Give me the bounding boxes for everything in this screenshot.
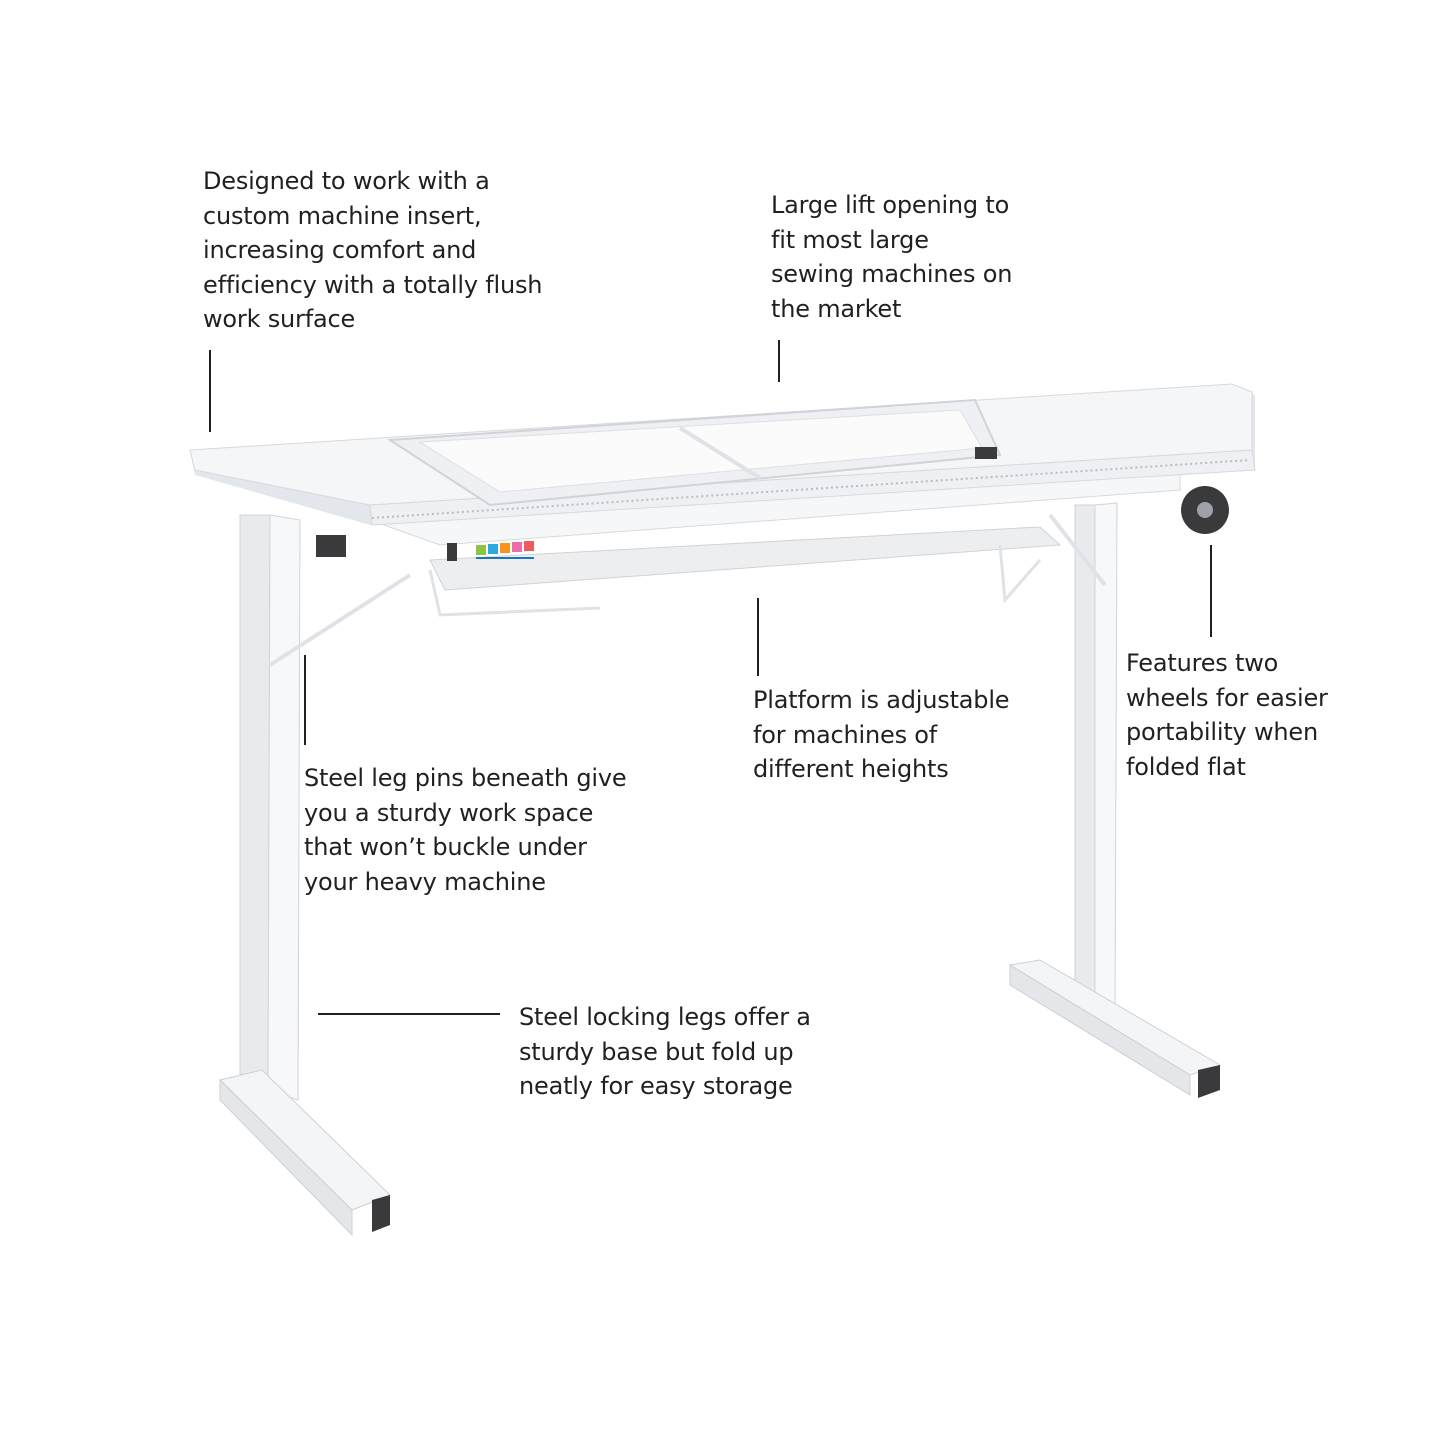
callout-line: fit most large <box>771 225 929 254</box>
right-leg <box>1008 502 1222 1098</box>
callout-line: the market <box>771 294 902 323</box>
adjustable-platform <box>428 526 1062 617</box>
callout-legs: Steel locking legs offer a sturdy base b… <box>519 1000 811 1104</box>
callout-line: wheels for easier <box>1126 683 1328 712</box>
callout-line: neatly for easy storage <box>519 1072 793 1100</box>
left-brace <box>268 573 412 667</box>
leg-pin-left <box>316 535 346 557</box>
callout-line: different heights <box>753 755 949 783</box>
callout-insert: Designed to work with a custom machine i… <box>203 164 543 337</box>
callout-platform: Platform is adjustable for machines of d… <box>753 683 1010 787</box>
ruler <box>371 459 1251 519</box>
leader-wheels <box>1210 545 1212 637</box>
right-brace <box>1048 513 1107 587</box>
callout-line: Features two <box>1126 649 1279 677</box>
leader-legs <box>318 1013 500 1015</box>
table-top <box>189 383 1256 526</box>
leader-insert <box>209 350 211 432</box>
callout-line: your heavy machine <box>304 867 546 896</box>
callout-line: that won’t buckle under <box>304 833 587 861</box>
leader-pins <box>304 655 306 745</box>
callout-line: portability when <box>1126 718 1318 746</box>
callout-line: Steel leg pins beneath give <box>304 764 627 792</box>
leader-platform <box>757 598 759 676</box>
callout-wheels: Features two wheels for easier portabili… <box>1126 646 1328 784</box>
callout-line: folded flat <box>1126 752 1246 781</box>
callout-line: work surface <box>203 305 356 333</box>
callout-line: Steel locking legs offer a <box>519 1003 811 1031</box>
leg-pin-mid <box>447 543 457 561</box>
callout-line: sturdy base but fold up <box>519 1037 794 1066</box>
arrow-logo <box>476 541 534 559</box>
callout-line: Designed to work with a <box>203 167 490 195</box>
callout-line: you a sturdy work space <box>304 798 594 827</box>
wheel <box>1181 486 1229 534</box>
leader-lift <box>778 340 780 382</box>
callout-pins: Steel leg pins beneath give you a sturdy… <box>304 761 627 899</box>
callout-line: custom machine insert, <box>203 201 482 230</box>
callout-line: sewing machines on <box>771 260 1013 288</box>
callout-lift: Large lift opening to fit most large sew… <box>771 188 1012 326</box>
callout-line: efficiency with a totally flush <box>203 270 543 299</box>
callout-line: increasing comfort and <box>203 236 477 264</box>
callout-line: Platform is adjustable <box>753 686 1010 714</box>
callout-line: for machines of <box>753 720 938 749</box>
callout-line: Large lift opening to <box>771 191 1010 219</box>
